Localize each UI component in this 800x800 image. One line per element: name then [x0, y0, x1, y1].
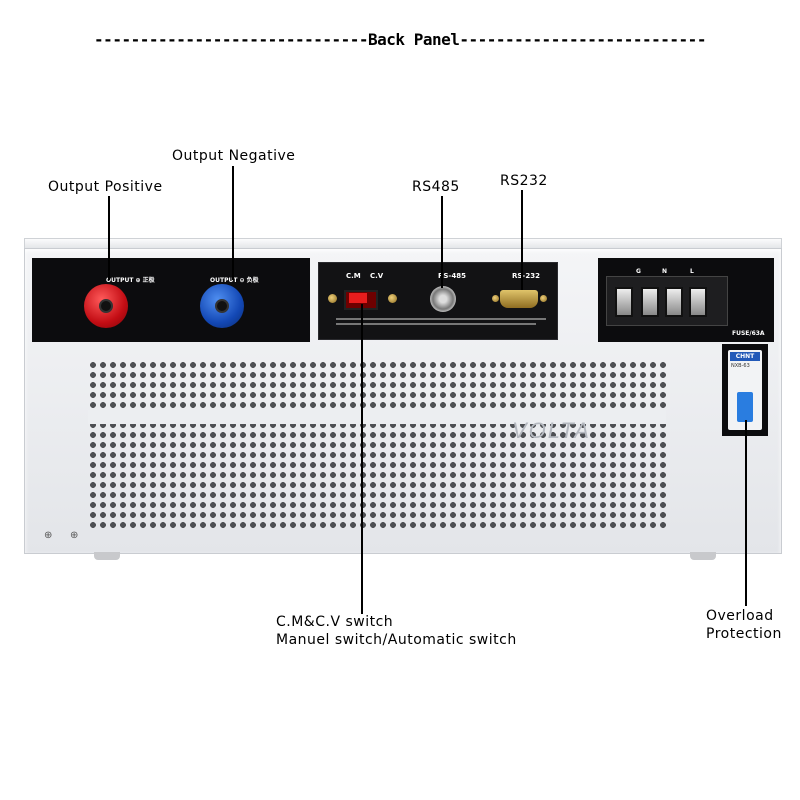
callout-rs232: RS232	[500, 173, 548, 189]
callout-overload-line1: Overload	[706, 608, 774, 624]
screw-icon: ⊕	[70, 530, 79, 541]
terminal-screw-icon	[665, 287, 683, 317]
warning-text-line	[336, 318, 546, 320]
rs232-port[interactable]	[500, 290, 538, 308]
terminal-screw-icon	[641, 287, 659, 317]
vent-gap	[88, 410, 666, 424]
rs485-port[interactable]	[430, 286, 456, 312]
leader-line-output-negative	[232, 166, 234, 280]
terminal-n-label: N	[662, 268, 668, 275]
screw-icon	[388, 294, 397, 303]
terminal-screw-icon	[615, 287, 633, 317]
breaker-brand-label: CHNT	[730, 352, 760, 361]
screw-icon	[328, 294, 337, 303]
leader-line-overload	[745, 420, 747, 606]
screw-icon	[492, 295, 499, 302]
callout-switch-line2: Manuel switch/Automatic switch	[276, 632, 517, 648]
terminal-screw-icon	[689, 287, 707, 317]
vent-grille	[88, 360, 666, 532]
terminal-hole	[99, 299, 113, 313]
chassis-foot-left	[94, 552, 120, 560]
rs232-port-label: RS-232	[512, 272, 540, 280]
cm-label: C.M	[346, 272, 361, 280]
leader-line-rs485	[441, 196, 443, 288]
leader-line-output-positive	[108, 196, 110, 280]
cm-cv-rocker	[349, 293, 367, 303]
fuse-label: FUSE/63A	[732, 330, 765, 337]
ac-terminal-block[interactable]	[606, 276, 728, 326]
rs485-port-label: RS-485	[438, 272, 466, 280]
chassis-foot-right	[690, 552, 716, 560]
output-negative-label: OUTPUT ⊖ 负极	[210, 277, 259, 284]
terminal-g-label: G	[636, 268, 641, 275]
breaker-toggle[interactable]	[737, 392, 753, 422]
brand-watermark: VOLTA	[512, 418, 591, 443]
terminal-l-label: L	[690, 268, 694, 275]
callout-output-positive: Output Positive	[48, 179, 163, 195]
callout-switch-line1: C.M&C.V switch	[276, 614, 394, 630]
output-positive-terminal[interactable]	[84, 284, 128, 328]
output-positive-label: OUTPUT ⊕ 正极	[106, 277, 155, 284]
screw-icon: ⊕	[44, 530, 53, 541]
leader-line-rs232	[521, 190, 523, 290]
output-panel	[32, 258, 310, 342]
callout-output-negative: Output Negative	[172, 148, 296, 164]
callout-overload-line2: Protection	[706, 626, 782, 642]
page-title: ------------------------------Back Panel…	[94, 30, 706, 49]
leader-line-switch	[361, 304, 363, 614]
cv-label: C.V	[370, 272, 384, 280]
breaker-model-label: NXB-63	[731, 363, 750, 369]
output-negative-terminal[interactable]	[200, 284, 244, 328]
terminal-hole	[215, 299, 229, 313]
callout-rs485: RS485	[412, 179, 460, 195]
warning-text-line	[336, 323, 536, 325]
screw-icon	[540, 295, 547, 302]
